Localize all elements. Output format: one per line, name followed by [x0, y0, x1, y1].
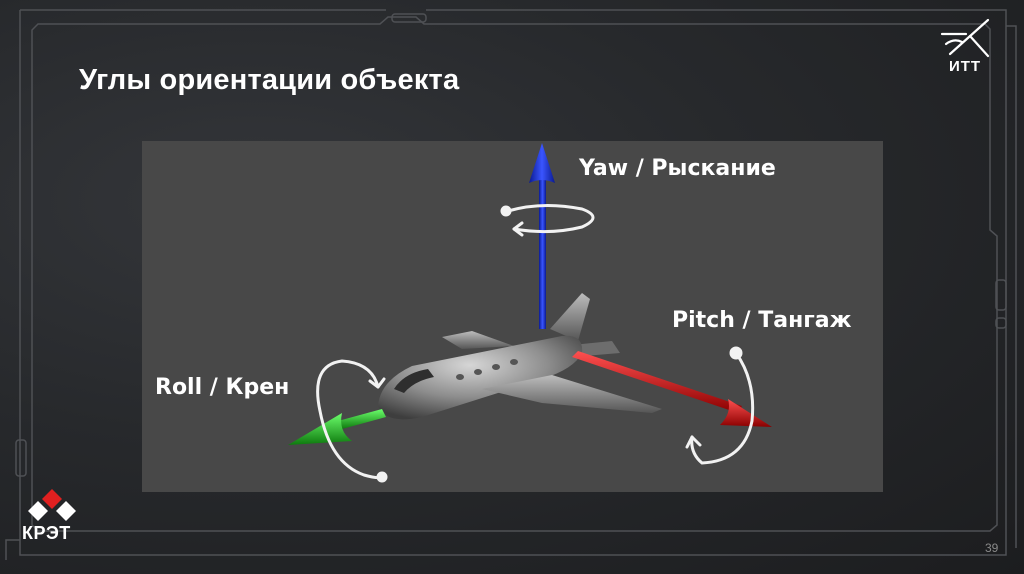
airplane-model: [378, 293, 662, 420]
slide-title: Углы ориентации объекта: [79, 64, 460, 96]
orientation-diagram: Yaw / Рыскание Pitch / Тангаж Roll / Кре…: [142, 141, 883, 492]
yaw-axis-arrow: [529, 143, 555, 329]
page-number: 39: [985, 541, 999, 555]
roll-axis-arrow: [288, 409, 386, 445]
pitch-rotation-arrow-icon: [685, 346, 755, 465]
roll-axis-label: Roll / Крен: [155, 375, 290, 400]
pitch-axis-arrow: [572, 351, 772, 427]
itt-logo-icon: [940, 18, 990, 58]
pitch-axis-label: Pitch / Тангаж: [672, 308, 852, 333]
roll-rotation-arrow-icon: [316, 359, 388, 483]
yaw-rotation-arrow-icon: [500, 203, 595, 237]
yaw-axis-label: Yaw / Рыскание: [579, 156, 776, 181]
itt-logo-text: ИТТ: [948, 58, 982, 75]
kret-logo-icon: [28, 489, 76, 521]
airplane-axes-illustration: [288, 143, 772, 483]
kret-logo-text: КРЭТ: [22, 523, 71, 543]
